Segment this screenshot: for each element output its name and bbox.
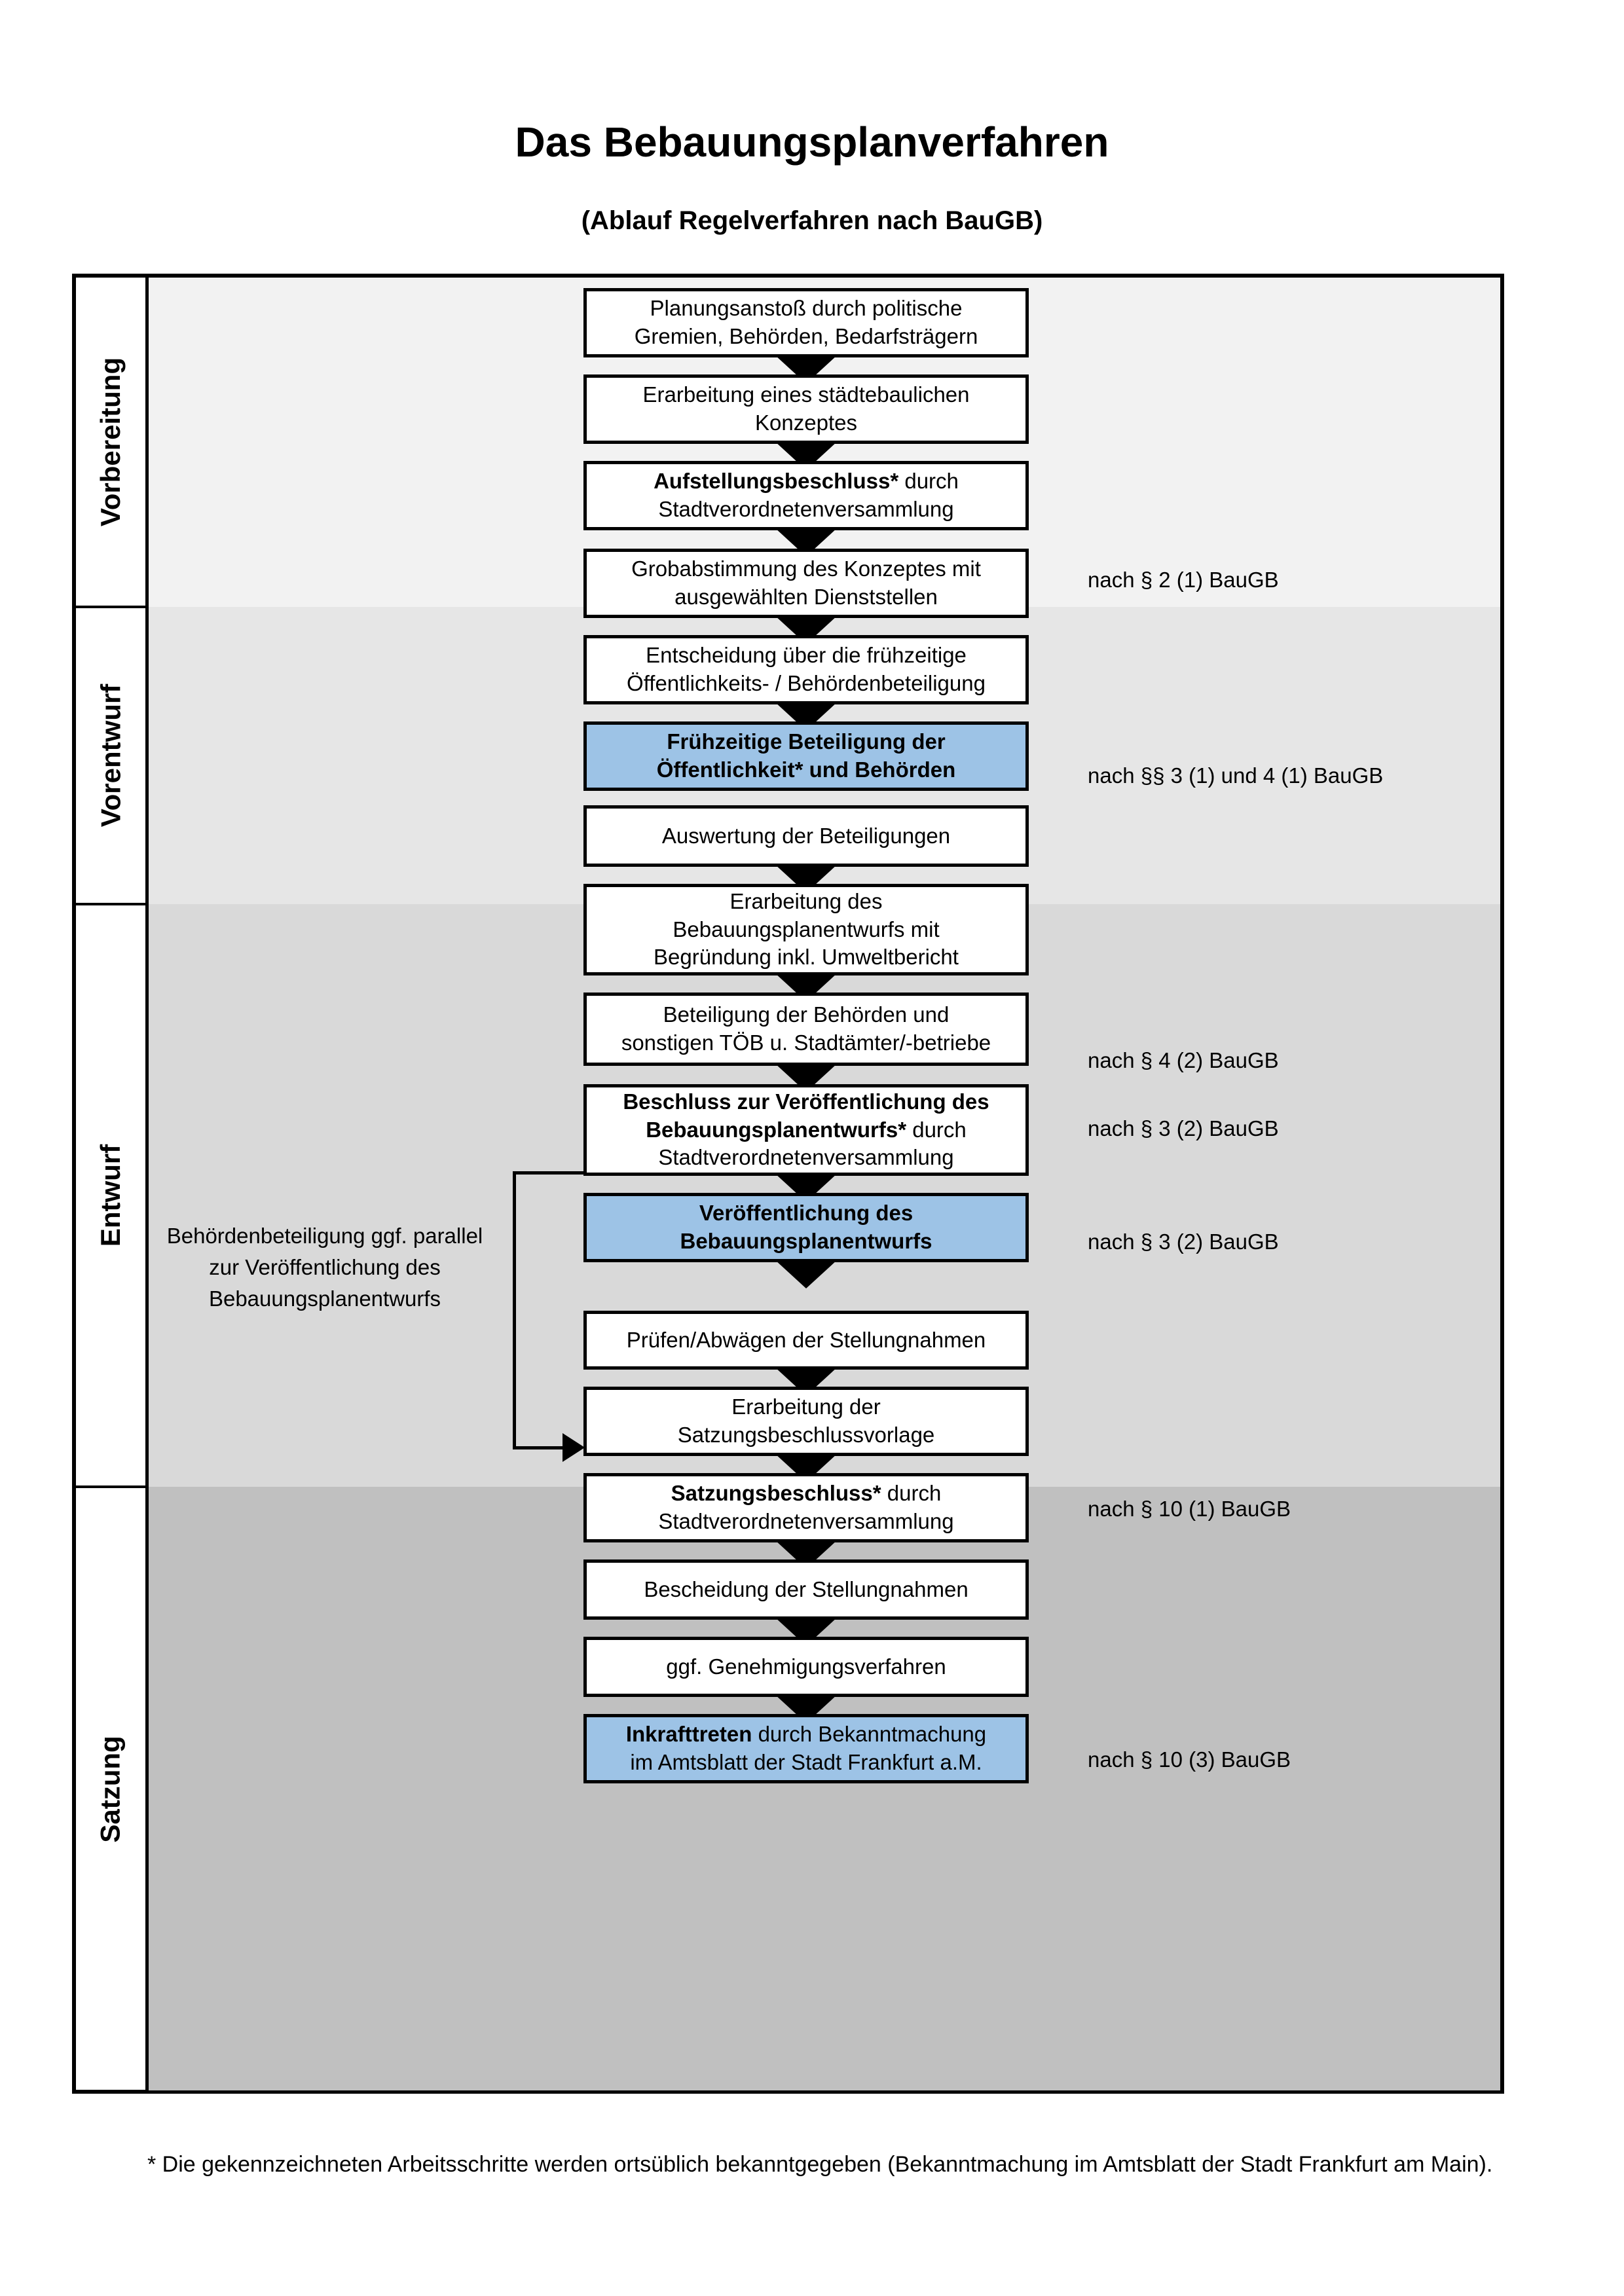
step-satzungsbeschluss-label: Satzungsbeschluss* durch Stadtverordnete…	[658, 1481, 954, 1533]
legal-ref-aufstellungsbeschluss: nach § 2 (1) BauGB	[1088, 568, 1279, 592]
step-inkrafttreten-label: Inkrafttreten durch Bekanntmachung im Am…	[625, 1722, 987, 1774]
phase-label-vorentwurf-text: Vorentwurf	[95, 683, 126, 828]
step-aufstellungsbeschluss-label: Aufstellungsbeschluss* durch Stadtverord…	[654, 469, 959, 521]
step-pruefen-abwaegen[interactable]: Prüfen/Abwägen der Stellungnahmen	[583, 1311, 1029, 1370]
step-bescheidung-stellungnahmen-label: Bescheidung der Stellungnahmen	[644, 1576, 969, 1601]
feedback-bracket-bottom	[513, 1446, 565, 1449]
phase-column-divider	[145, 278, 149, 2090]
legal-ref-veroeffentlichung: nach § 3 (2) BauGB	[1088, 1230, 1279, 1254]
phase-separator-1	[76, 606, 149, 608]
phase-label-satzung-text: Satzung	[95, 1736, 126, 1843]
step-pruefen-abwaegen-label: Prüfen/Abwägen der Stellungnahmen	[626, 1327, 986, 1352]
step-inkrafttreten[interactable]: Inkrafttreten durch Bekanntmachung im Am…	[583, 1714, 1029, 1783]
page-title: Das Bebauungsplanverfahren	[515, 118, 1109, 166]
step-beschluss-veroeffentlichung-label: Beschluss zur Veröffentlichung des Bebau…	[623, 1089, 989, 1170]
step-auswertung-beteiligungen[interactable]: Auswertung der Beteiligungen	[583, 805, 1029, 867]
feedback-bracket-top	[513, 1171, 586, 1175]
flowchart-frame: Vorbereitung Vorentwurf Entwurf Satzung …	[72, 274, 1504, 2094]
arrow-10	[775, 1260, 838, 1288]
phase-label-vorbereitung-text: Vorbereitung	[95, 357, 126, 526]
step-erarbeitung-bplan-entwurf-label: Erarbeitung des Bebauungsplanentwurfs mi…	[654, 888, 959, 970]
step-genehmigungsverfahren[interactable]: ggf. Genehmigungsverfahren	[583, 1637, 1029, 1697]
legal-ref-satzungsbeschluss: nach § 10 (1) BauGB	[1088, 1497, 1291, 1521]
phase-label-satzung: Satzung	[76, 1488, 145, 2090]
phase-separator-2	[76, 903, 149, 905]
step-beschluss-veroeffentlichung[interactable]: Beschluss zur Veröffentlichung des Bebau…	[583, 1084, 1029, 1176]
step-aufstellungsbeschluss[interactable]: Aufstellungsbeschluss* durch Stadtverord…	[583, 461, 1029, 530]
phase-separator-3	[76, 1485, 149, 1488]
legal-ref-behoerdenbeteiligung: nach § 4 (2) BauGB	[1088, 1048, 1279, 1072]
step-genehmigungsverfahren-label: ggf. Genehmigungsverfahren	[666, 1654, 946, 1679]
legal-ref-fruehzeitige-beteiligung: nach §§ 3 (1) und 4 (1) BauGB	[1088, 763, 1384, 788]
phase-label-vorbereitung: Vorbereitung	[76, 278, 145, 606]
legal-ref-beschluss-veroeff: nach § 3 (2) BauGB	[1088, 1116, 1279, 1140]
feedback-arrow-head	[563, 1433, 585, 1462]
phase-label-entwurf: Entwurf	[76, 905, 145, 1485]
step-satzungsbeschluss[interactable]: Satzungsbeschluss* durch Stadtverordnete…	[583, 1473, 1029, 1542]
side-note-text: Behördenbeteiligung ggf. parallel zur Ve…	[166, 1224, 483, 1311]
step-auswertung-beteiligungen-label: Auswertung der Beteiligungen	[661, 823, 951, 848]
phase-label-vorentwurf: Vorentwurf	[76, 608, 145, 903]
phase-label-entwurf-text: Entwurf	[95, 1144, 126, 1247]
footnote: * Die gekennzeichneten Arbeitsschritte w…	[147, 2152, 1493, 2177]
legal-ref-inkrafttreten: nach § 10 (3) BauGB	[1088, 1747, 1291, 1772]
step-bescheidung-stellungnahmen[interactable]: Bescheidung der Stellungnahmen	[583, 1559, 1029, 1620]
page-subtitle: (Ablauf Regelverfahren nach BauGB)	[581, 206, 1043, 235]
feedback-bracket-left	[513, 1171, 516, 1449]
step-erarbeitung-bplan-entwurf[interactable]: Erarbeitung des Bebauungsplanentwurfs mi…	[583, 884, 1029, 975]
side-note-behoerdenbeteiligung: Behördenbeteiligung ggf. parallel zur Ve…	[161, 1220, 489, 1315]
